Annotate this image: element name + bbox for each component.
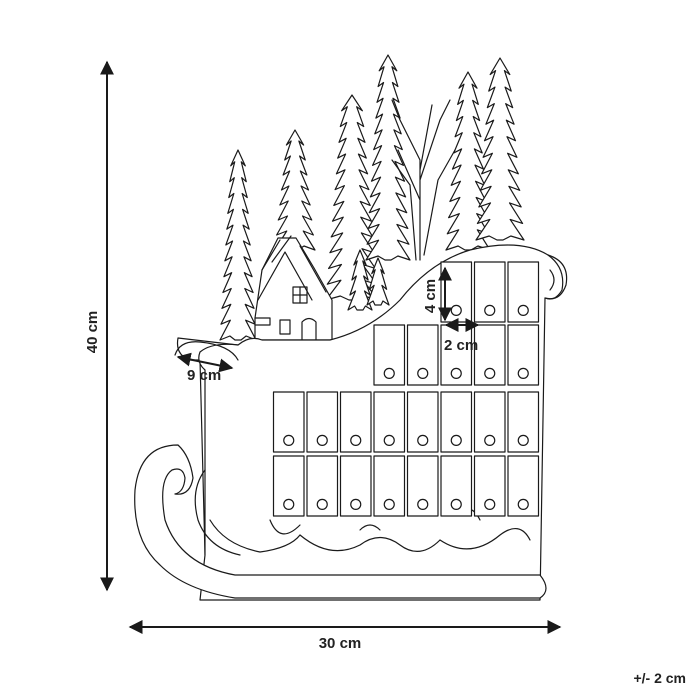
drawer-height-dimension: 4 cm	[422, 266, 452, 322]
pine-tree	[325, 94, 379, 301]
drawer	[440, 391, 473, 453]
height-dimension: 40 cm	[84, 60, 114, 592]
pine-tree	[274, 129, 316, 251]
width-label: 30 cm	[319, 635, 362, 652]
pine-tree	[219, 149, 257, 341]
tolerance-note: +/- 2 cm	[633, 670, 686, 686]
drawer-knob	[450, 367, 462, 379]
pine-tree	[347, 249, 373, 311]
drawer-knob	[450, 304, 462, 316]
drawer-knob	[350, 434, 362, 446]
pine-tree	[475, 57, 525, 241]
drawer-knob	[283, 434, 295, 446]
bare-tree	[391, 99, 456, 261]
drawer-knob	[417, 498, 429, 510]
drawer-height-label: 4 cm	[422, 279, 439, 313]
drawer-knob	[484, 498, 496, 510]
drawer-knob	[383, 367, 395, 379]
drawer-knob	[283, 498, 295, 510]
drawer-knob	[517, 304, 529, 316]
height-label: 40 cm	[84, 311, 101, 354]
forest-backdrop	[219, 54, 525, 341]
pine-tree	[366, 257, 390, 306]
drawer	[339, 455, 372, 517]
drawer-knob	[316, 498, 328, 510]
drawer-knob	[383, 434, 395, 446]
drawer-knob	[316, 434, 328, 446]
drawer-knob	[417, 367, 429, 379]
drawer-knob	[417, 434, 429, 446]
width-dimension: 30 cm	[128, 620, 562, 652]
drawer-width-label: 2 cm	[444, 337, 478, 354]
drawer-knob	[484, 367, 496, 379]
sleigh-runners	[134, 444, 547, 599]
drawer	[440, 455, 473, 517]
drawer-knob	[517, 367, 529, 379]
drawer-knob	[517, 498, 529, 510]
drawer-knob	[484, 434, 496, 446]
house-illustration	[254, 235, 333, 341]
drawer-knob	[484, 304, 496, 316]
drawer-knob	[517, 434, 529, 446]
drawer-knob	[450, 434, 462, 446]
depth-label: 9 cm	[187, 367, 221, 384]
drawer-knob	[383, 498, 395, 510]
pine-tree	[365, 54, 411, 261]
depth-dimension: 9 cm	[176, 352, 234, 384]
drawer-width-dimension: 2 cm	[444, 318, 480, 354]
drawer-knob	[450, 498, 462, 510]
drawer-knob	[350, 498, 362, 510]
pine-tree	[445, 71, 491, 251]
